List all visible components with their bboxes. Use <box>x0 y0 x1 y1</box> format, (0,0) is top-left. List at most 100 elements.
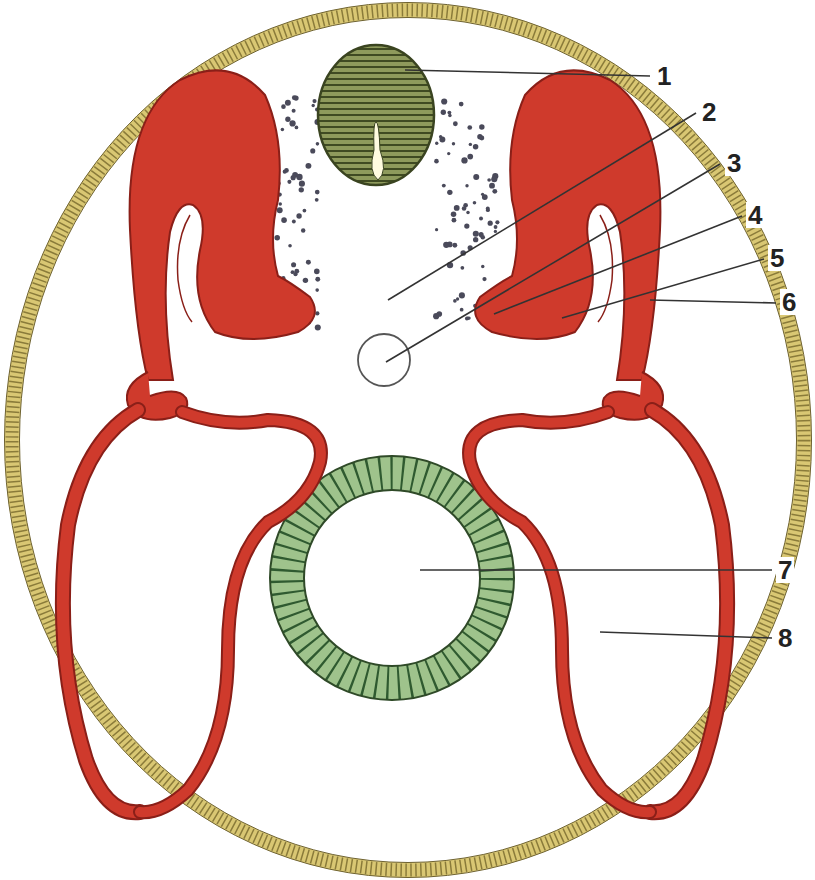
mesenchyme-dot <box>473 231 479 237</box>
mesenchyme-dot <box>442 184 446 188</box>
mesenchyme-dot <box>453 299 457 303</box>
mesenchyme-dot <box>301 228 305 232</box>
mesenchyme-dot <box>494 230 497 233</box>
mesenchyme-dot <box>292 109 296 113</box>
mesenchyme-dot <box>281 104 286 109</box>
mesenchyme-dot <box>277 207 283 213</box>
mesenchyme-dot <box>462 206 467 211</box>
mesenchyme-dot <box>467 154 473 160</box>
mesenchyme-dot <box>435 142 438 145</box>
mesenchyme-dot <box>292 220 296 224</box>
callout-number: 5 <box>768 245 786 271</box>
mesenchyme-dot <box>466 317 470 321</box>
mesenchyme-dot <box>443 242 449 248</box>
ectoderm-stripes <box>12 10 804 870</box>
mesenchyme-dot <box>439 135 442 138</box>
mesenchyme-dot <box>315 190 320 195</box>
mesenchyme-dot <box>289 120 295 126</box>
mesenchyme-dot <box>279 202 282 205</box>
callout-number: 2 <box>700 99 718 125</box>
mesenchyme-dot <box>460 266 464 270</box>
mesenchyme-dot <box>467 316 470 319</box>
mesenchyme-dot <box>467 125 472 130</box>
mesoderm <box>63 70 321 812</box>
mesenchyme-dot <box>452 218 457 223</box>
mesenchyme-dot <box>469 143 472 146</box>
mesenchyme-dot <box>487 178 491 182</box>
mesenchyme-dot <box>452 243 457 248</box>
mesenchyme-dot <box>494 225 498 229</box>
mesenchyme-dot <box>315 198 319 202</box>
mesenchyme-dot <box>435 228 438 231</box>
mesenchyme-dot <box>464 223 469 228</box>
mesenchyme-dot <box>452 142 455 145</box>
mesenchyme-dot <box>315 288 319 292</box>
mesenchyme-dot <box>447 190 452 195</box>
notochord <box>358 334 410 386</box>
mesenchyme-dot <box>312 104 315 107</box>
callout-number: 6 <box>780 289 798 315</box>
mesenchyme-dot <box>291 262 296 267</box>
mesenchyme-dot <box>303 278 308 283</box>
callout-number: 8 <box>776 625 794 651</box>
mesenchyme-dot <box>285 117 290 122</box>
mesenchyme-dot <box>306 260 311 265</box>
mesenchyme-dot <box>489 183 495 189</box>
mesenchyme-dot <box>441 98 447 104</box>
mesenchyme-dot <box>486 207 490 211</box>
callout-number: 4 <box>746 202 764 228</box>
ectoderm-outline <box>20 18 797 863</box>
mesenchyme-dot <box>459 102 464 107</box>
mesenchyme-dot <box>461 157 467 163</box>
mesenchyme-dot <box>305 163 311 169</box>
mesenchyme-dot <box>466 211 469 214</box>
mesenchyme-dot <box>453 121 458 126</box>
mesenchyme-dot <box>491 176 497 182</box>
mesenchyme-dot <box>315 325 321 331</box>
mesenchyme-dot <box>299 181 305 187</box>
mesenchyme-dot <box>473 237 478 242</box>
mesenchyme-dot <box>299 187 304 192</box>
mesenchyme-dot <box>433 313 439 319</box>
mesenchyme-dot <box>482 277 486 281</box>
mesenchyme-dot <box>296 213 301 218</box>
mesenchyme-dot <box>316 142 320 146</box>
callout-number: 1 <box>655 63 673 89</box>
mesenchyme-dot <box>481 193 484 196</box>
mesenchyme-dot <box>447 152 450 155</box>
leader-lines <box>386 70 776 638</box>
mesenchyme-dot <box>312 99 316 103</box>
ectoderm-outline <box>5 3 812 878</box>
mesenchyme-dot <box>294 269 299 274</box>
mesenchyme-dot <box>434 159 439 164</box>
mesenchyme-dot <box>310 148 315 153</box>
mesenchyme-dot <box>281 128 285 132</box>
mesenchyme-dot <box>441 110 446 115</box>
callout-number: 7 <box>776 557 794 583</box>
mesenchyme-dot <box>473 201 477 205</box>
neural-tube <box>318 45 434 185</box>
mesenchyme-dot <box>473 174 479 180</box>
mesenchyme-dot <box>295 126 299 130</box>
mesenchyme-dot <box>495 220 499 224</box>
mesenchyme-dot <box>473 144 479 150</box>
mesenchyme-dot <box>293 95 298 100</box>
ectoderm-ring <box>12 10 804 870</box>
mesenchyme-dot <box>292 172 298 178</box>
mesenchyme-dot <box>285 100 291 106</box>
mesenchyme-dot <box>274 235 280 241</box>
mesenchyme-dot <box>288 244 292 248</box>
mesenchyme-dot <box>459 292 465 298</box>
mesenchyme-dot <box>451 211 457 217</box>
mesenchyme-dot <box>447 111 451 115</box>
mesenchyme-dot <box>465 184 468 187</box>
mesenchyme-dot <box>460 308 464 312</box>
mesenchyme-dot <box>287 180 291 184</box>
mesenchyme-dot <box>479 216 483 220</box>
mesenchyme-dot <box>303 209 307 213</box>
mesenchyme-dot <box>479 124 484 129</box>
mesenchyme-dot <box>281 217 287 223</box>
mesenchyme-dot <box>479 136 484 141</box>
